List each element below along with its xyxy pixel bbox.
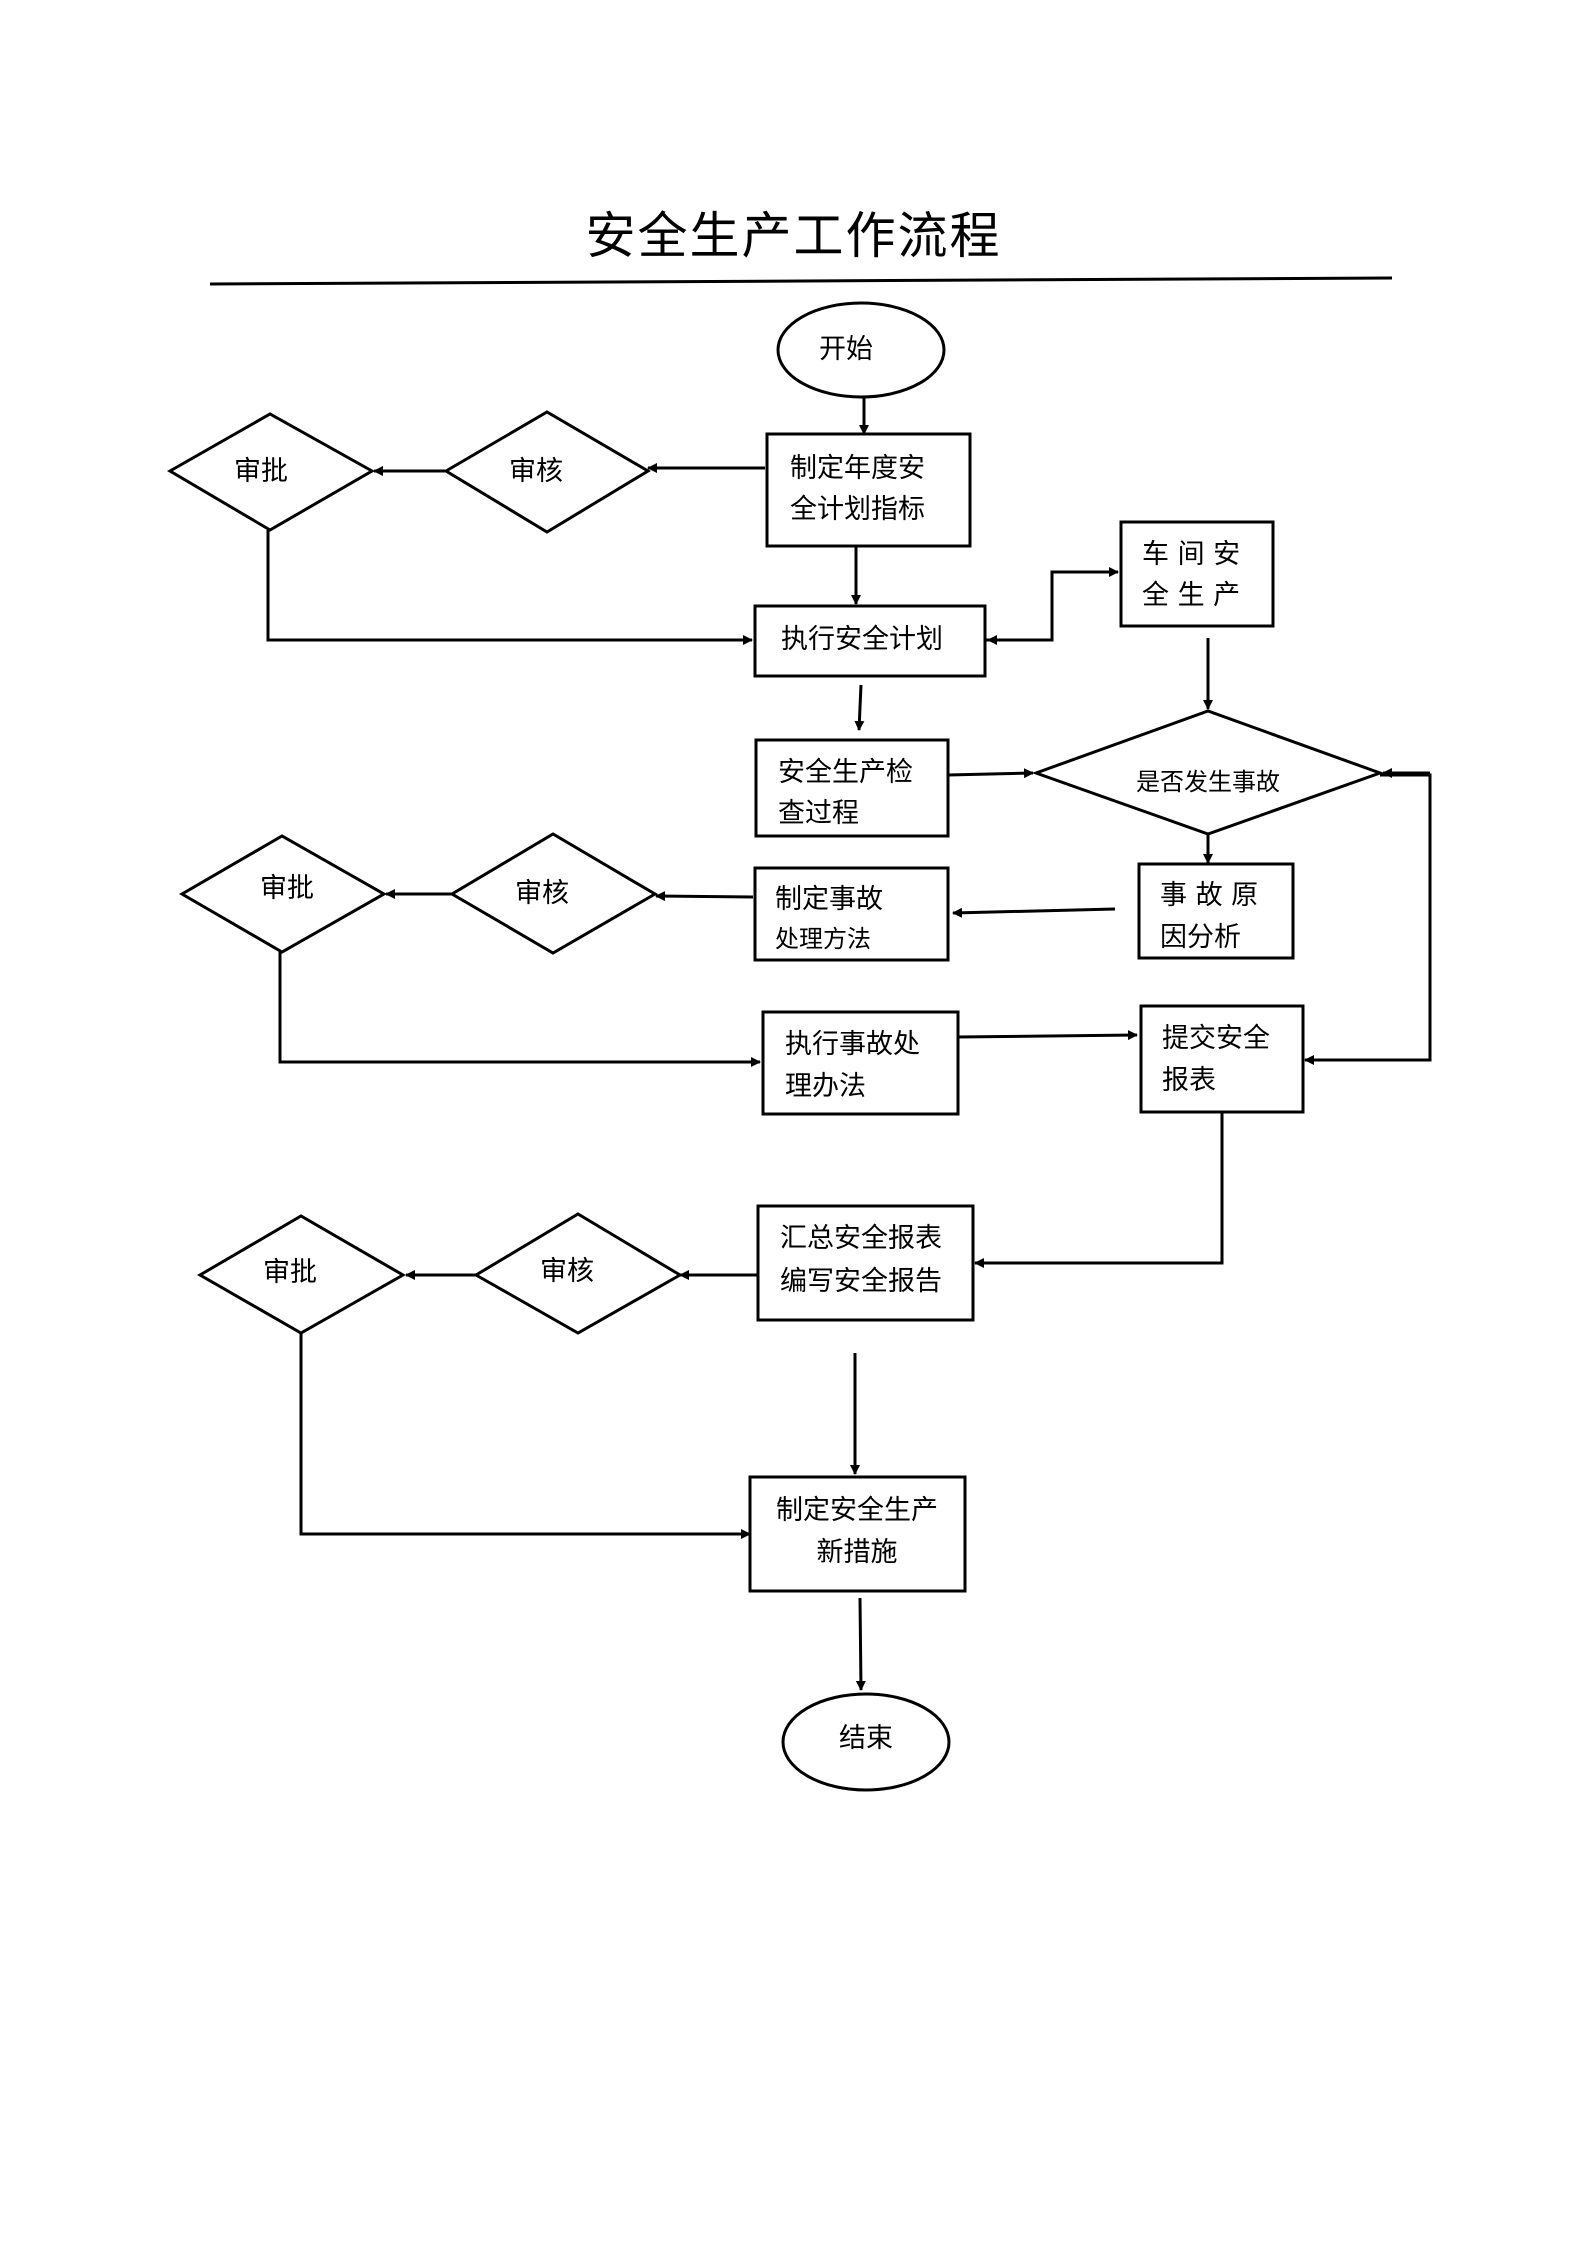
arrow-measures-to-end — [855, 1597, 866, 1691]
review3-node: 审核 — [473, 1212, 683, 1335]
workshop-label-1: 车 间 安 — [1142, 539, 1240, 570]
approve1-node: 审批 — [167, 412, 376, 532]
arrow-approve2-to-exec-method — [278, 952, 761, 1067]
plan-label-2: 全计划指标 — [790, 494, 925, 525]
summary-node: 汇总安全报表 编写安全报告 — [756, 1204, 975, 1322]
plan-node: 制定年度安 全计划指标 — [765, 432, 972, 548]
execute-plan-node: 执行安全计划 — [753, 604, 987, 678]
approve2-label: 审批 — [260, 873, 314, 904]
end-label: 结束 — [839, 1723, 893, 1754]
inspect-label-1: 安全生产检 — [778, 757, 913, 788]
arrow-submit-to-summary — [974, 1112, 1224, 1268]
arrow-approve1-to-execute — [266, 530, 753, 645]
exec-method-label-1: 执行事故处 — [785, 1029, 920, 1060]
review1-node: 审核 — [443, 410, 651, 534]
cause-label-2: 因分析 — [1160, 922, 1241, 953]
summary-label-1: 汇总安全报表 — [780, 1223, 942, 1254]
approve3-label: 审批 — [263, 1257, 317, 1288]
arrow-execute-to-inspect — [854, 684, 865, 731]
review2-node: 审核 — [449, 832, 658, 955]
measures-label-1: 制定安全生产 — [776, 1495, 938, 1526]
arrow-method-to-review2 — [655, 891, 754, 902]
execute-plan-label: 执行安全计划 — [781, 624, 943, 655]
start-label: 开始 — [819, 334, 873, 365]
submit-label-1: 提交安全 — [1162, 1023, 1270, 1054]
inspect-node: 安全生产检 查过程 — [754, 738, 950, 838]
arrow-exec-method-to-submit — [956, 1030, 1138, 1041]
end-node: 结束 — [781, 1692, 951, 1792]
exec-method-label-2: 理办法 — [785, 1071, 866, 1102]
review2-label: 审核 — [515, 878, 569, 909]
review3-label: 审核 — [540, 1256, 594, 1287]
start-node: 开始 — [776, 301, 946, 399]
accident-check-label: 是否发生事故 — [1136, 768, 1280, 796]
exec-method-node: 执行事故处 理办法 — [761, 1010, 960, 1116]
approve3-node: 审批 — [197, 1214, 407, 1335]
arrow-execute-to-workshop — [985, 567, 1119, 642]
measures-label-2: 新措施 — [817, 1537, 898, 1568]
cause-label-1: 事 故 原 — [1160, 880, 1258, 911]
workshop-node: 车 间 安 全 生 产 — [1119, 520, 1275, 628]
accident-check-node: 是否发生事故 — [1031, 709, 1385, 836]
arrow-check-loop-to-submit — [1304, 773, 1432, 1065]
review1-label: 审核 — [509, 456, 563, 487]
workshop-label-2: 全 生 产 — [1142, 580, 1240, 611]
approve1-label: 审批 — [234, 456, 288, 487]
approve2-node: 审批 — [179, 834, 388, 954]
title-underline — [209, 276, 1393, 286]
method-label-2: 处理方法 — [775, 925, 871, 953]
method-node: 制定事故 处理方法 — [753, 866, 950, 962]
arrow-approve3-to-measures — [299, 1333, 751, 1539]
method-label-1: 制定事故 — [775, 884, 883, 915]
summary-label-2: 编写安全报告 — [780, 1266, 942, 1297]
inspect-label-2: 查过程 — [778, 798, 859, 829]
arrow-inspect-to-check — [947, 768, 1034, 779]
plan-label-1: 制定年度安 — [790, 453, 925, 484]
page-title: 安全生产工作流程 — [585, 207, 1002, 265]
connectors — [266, 398, 1432, 1691]
measures-node: 制定安全生产 新措施 — [748, 1475, 967, 1593]
cause-node: 事 故 原 因分析 — [1137, 862, 1295, 960]
arrow-cause-to-method — [952, 907, 1116, 918]
submit-label-2: 报表 — [1162, 1065, 1216, 1096]
submit-node: 提交安全 报表 — [1139, 1004, 1305, 1114]
